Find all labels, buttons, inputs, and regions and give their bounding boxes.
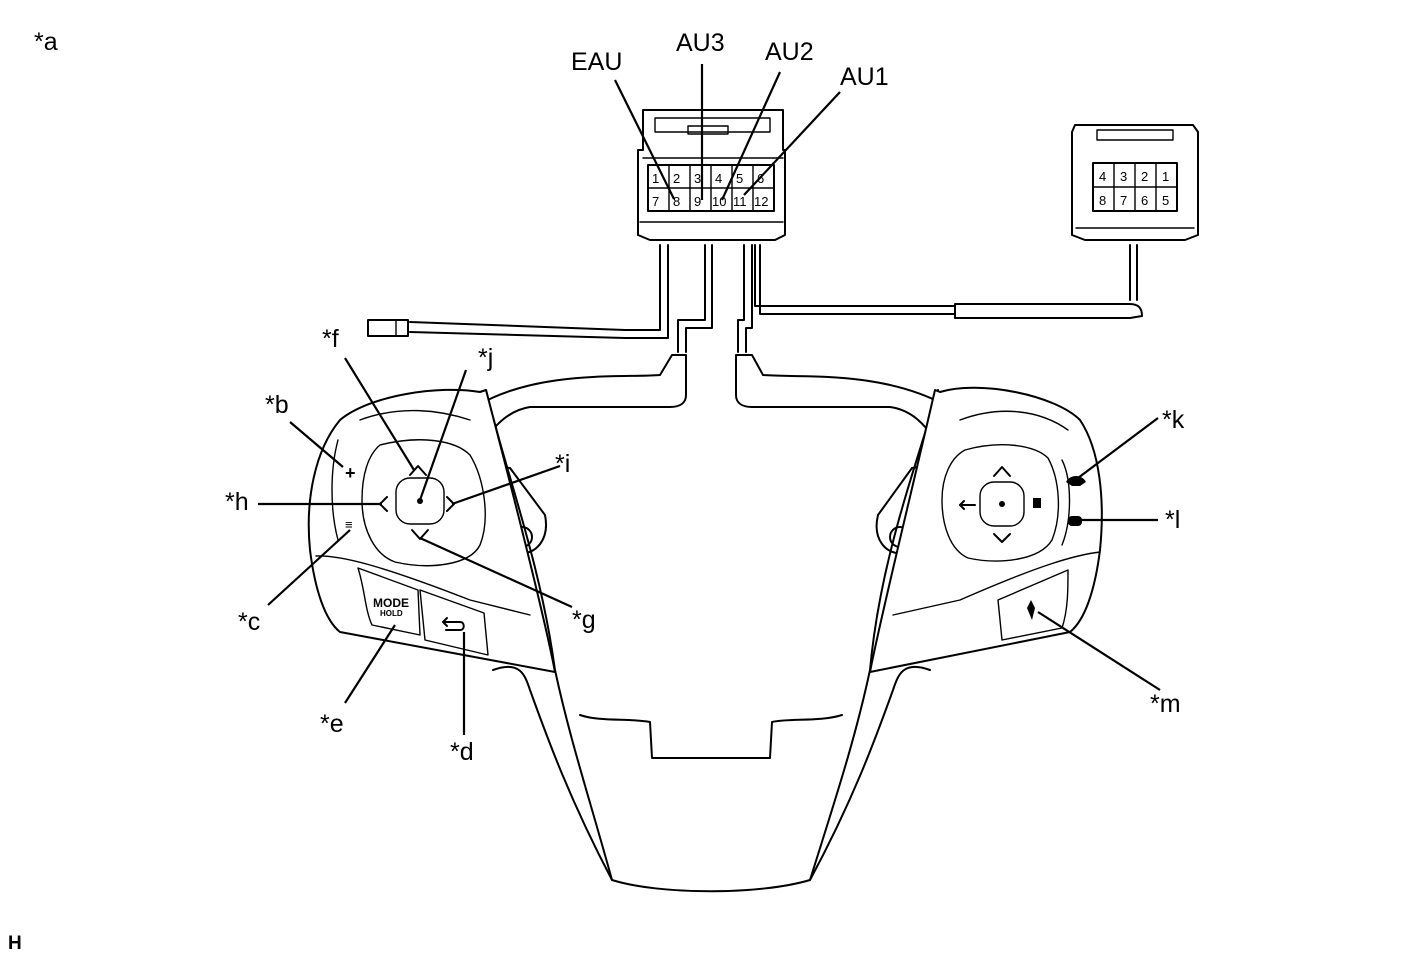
return-icon[interactable] <box>443 621 465 631</box>
pin8-4: 4 <box>1099 169 1106 184</box>
pin8-7: 7 <box>1120 193 1127 208</box>
pin-2: 2 <box>673 171 680 186</box>
callout-d: *d <box>450 738 474 766</box>
page-marker: H <box>8 933 22 954</box>
callout-g: *g <box>572 606 596 634</box>
phone-book-icon[interactable] <box>1033 498 1041 508</box>
plus-icon[interactable]: + <box>345 463 356 483</box>
pin-11: 11 <box>733 194 747 209</box>
down-arrow-icon-right[interactable] <box>993 533 1011 543</box>
callout-f: *f <box>322 325 339 353</box>
pin-8: 8 <box>673 194 680 209</box>
pin8-5: 5 <box>1162 193 1169 208</box>
pin8-1: 1 <box>1162 169 1169 184</box>
pin-12: 12 <box>754 194 768 209</box>
connector-8pin: 4 3 2 1 8 7 6 5 <box>1071 124 1199 241</box>
pin-7: 7 <box>652 194 659 209</box>
terminal-au1-label: AU1 <box>840 63 889 91</box>
callout-l: *l <box>1165 506 1180 534</box>
terminal-au3-label: AU3 <box>676 29 725 57</box>
up-arrow-icon[interactable] <box>409 465 427 476</box>
terminal-au2-label: AU2 <box>765 38 814 66</box>
pin8-3: 3 <box>1120 169 1127 184</box>
pin-1: 1 <box>652 171 659 186</box>
callout-k: *k <box>1162 406 1185 434</box>
steering-wheel-body <box>477 354 946 893</box>
callout-h: *h <box>225 488 249 516</box>
callout-m: *m <box>1150 690 1181 718</box>
pin-4: 4 <box>715 171 722 186</box>
pin8-6: 6 <box>1141 193 1148 208</box>
callouts: *b *c *d *e *f *g *h *i *j *k *l *m <box>225 325 1185 766</box>
off-hook-icon[interactable] <box>1066 476 1086 486</box>
terminal-eau-label: EAU <box>571 48 622 76</box>
voice-icon[interactable] <box>1027 600 1035 620</box>
pin-9: 9 <box>694 194 701 209</box>
callout-j: *j <box>478 344 493 372</box>
pin-5: 5 <box>736 171 743 186</box>
hold-button-label[interactable]: HOLD <box>380 609 403 618</box>
pin8-8: 8 <box>1099 193 1106 208</box>
terminal-labels: EAU AU3 AU2 AU1 <box>571 29 889 201</box>
wire-harness <box>367 244 1143 353</box>
callout-e: *e <box>320 710 344 738</box>
left-steering-switch: + ≡ MODE HOLD <box>307 388 556 673</box>
up-arrow-icon-right[interactable] <box>993 466 1011 477</box>
menu-icon[interactable]: ≡ <box>345 517 353 532</box>
callout-c: *c <box>238 608 260 636</box>
callout-b: *b <box>265 391 289 419</box>
pin8-2: 2 <box>1141 169 1148 184</box>
callout-i: *i <box>555 450 570 478</box>
right-steering-switch <box>869 386 1103 673</box>
pin-3: 3 <box>694 171 701 186</box>
figure-label: *a <box>34 28 58 56</box>
mode-button-label[interactable]: MODE <box>373 596 409 610</box>
